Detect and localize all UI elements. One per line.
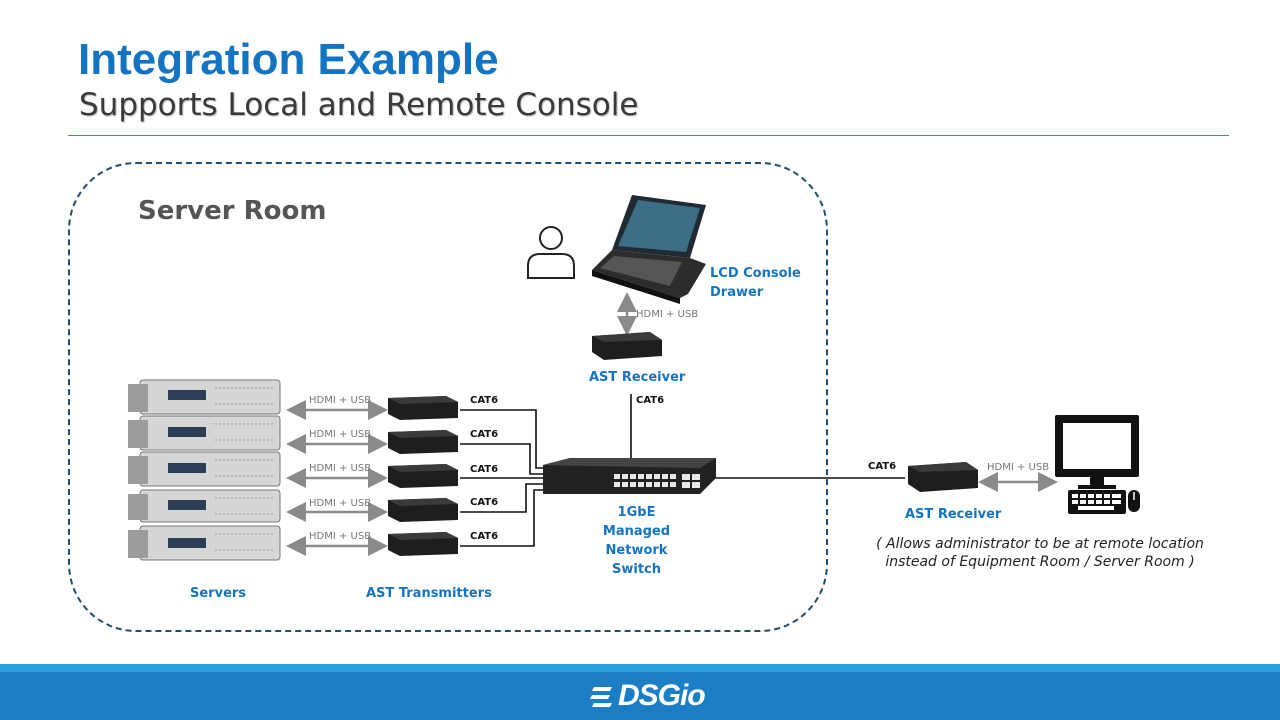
transmitter-icon (388, 464, 458, 488)
switch-label-line2: Network Switch (605, 543, 668, 577)
logo-stripes-icon (590, 687, 612, 707)
hdmi-usb-label: HDMI + USB (987, 462, 1050, 473)
hdmi-usb-label: HDMI + USB (309, 429, 372, 440)
title-divider (68, 135, 1229, 136)
server-room-boundary (68, 162, 828, 632)
footer-accent-bar (0, 664, 1280, 672)
hdmi-usb-label: HDMI + USB (309, 498, 372, 509)
receiver-icon (592, 332, 662, 360)
network-switch-icon (543, 458, 716, 494)
cat6-label: CAT6 (868, 461, 897, 472)
cat6-label: CAT6 (470, 395, 499, 406)
console-label: LCD Console Drawer (710, 264, 801, 302)
transmitter-icon (388, 532, 458, 556)
computer-icon (1055, 415, 1140, 514)
switch-label-line1: 1GbE Managed (602, 505, 671, 539)
server-transmitter-links (286, 400, 388, 556)
hdmi-usb-label: HDMI + USB (309, 531, 372, 542)
page-subtitle: Supports Local and Remote Console (79, 87, 639, 123)
servers-label: Servers (190, 586, 247, 601)
cat6-cables (460, 394, 905, 547)
server-icon (128, 451, 281, 487)
person-icon (527, 226, 575, 279)
cat6-label: CAT6 (470, 531, 499, 542)
cat6-label: CAT6 (470, 497, 499, 508)
lcd-console-icon (592, 195, 706, 304)
cat6-label: CAT6 (470, 429, 499, 440)
hdmi-usb-label: HDMI + USB (636, 309, 699, 320)
company-logo: DSGio (618, 679, 706, 712)
receiver-icon (908, 462, 978, 492)
console-label-line2: Drawer (710, 285, 764, 300)
server-icon (128, 379, 281, 415)
cat6-label: CAT6 (470, 464, 499, 475)
console-label-line1: LCD Console (710, 266, 801, 281)
transmitter-icon (388, 498, 458, 522)
transmitters-label: AST Transmitters (366, 586, 492, 601)
receiver-remote-label: AST Receiver (905, 507, 1002, 522)
note-line1: ( Allows administrator to be at remote l… (876, 536, 1204, 552)
cat6-label: CAT6 (636, 395, 665, 406)
transmitter-icon (388, 396, 458, 420)
footer-bar (0, 672, 1280, 720)
transmitter-icon (388, 430, 458, 454)
server-icon (128, 489, 281, 523)
switch-label: 1GbE Managed Network Switch (584, 503, 689, 579)
remote-location-note: ( Allows administrator to be at remote l… (870, 535, 1210, 571)
receiver-local-label: AST Receiver (589, 370, 686, 385)
hdmi-usb-label: HDMI + USB (309, 395, 372, 406)
hdmi-usb-label: HDMI + USB (309, 463, 372, 474)
note-line2: instead of Equipment Room / Server Room … (885, 554, 1195, 570)
server-icon (128, 525, 281, 561)
transmitter-stack (388, 396, 458, 556)
server-icon (128, 415, 281, 451)
page-title: Integration Example (78, 35, 499, 84)
server-room-title: Server Room (138, 196, 327, 226)
server-stack (128, 379, 281, 561)
